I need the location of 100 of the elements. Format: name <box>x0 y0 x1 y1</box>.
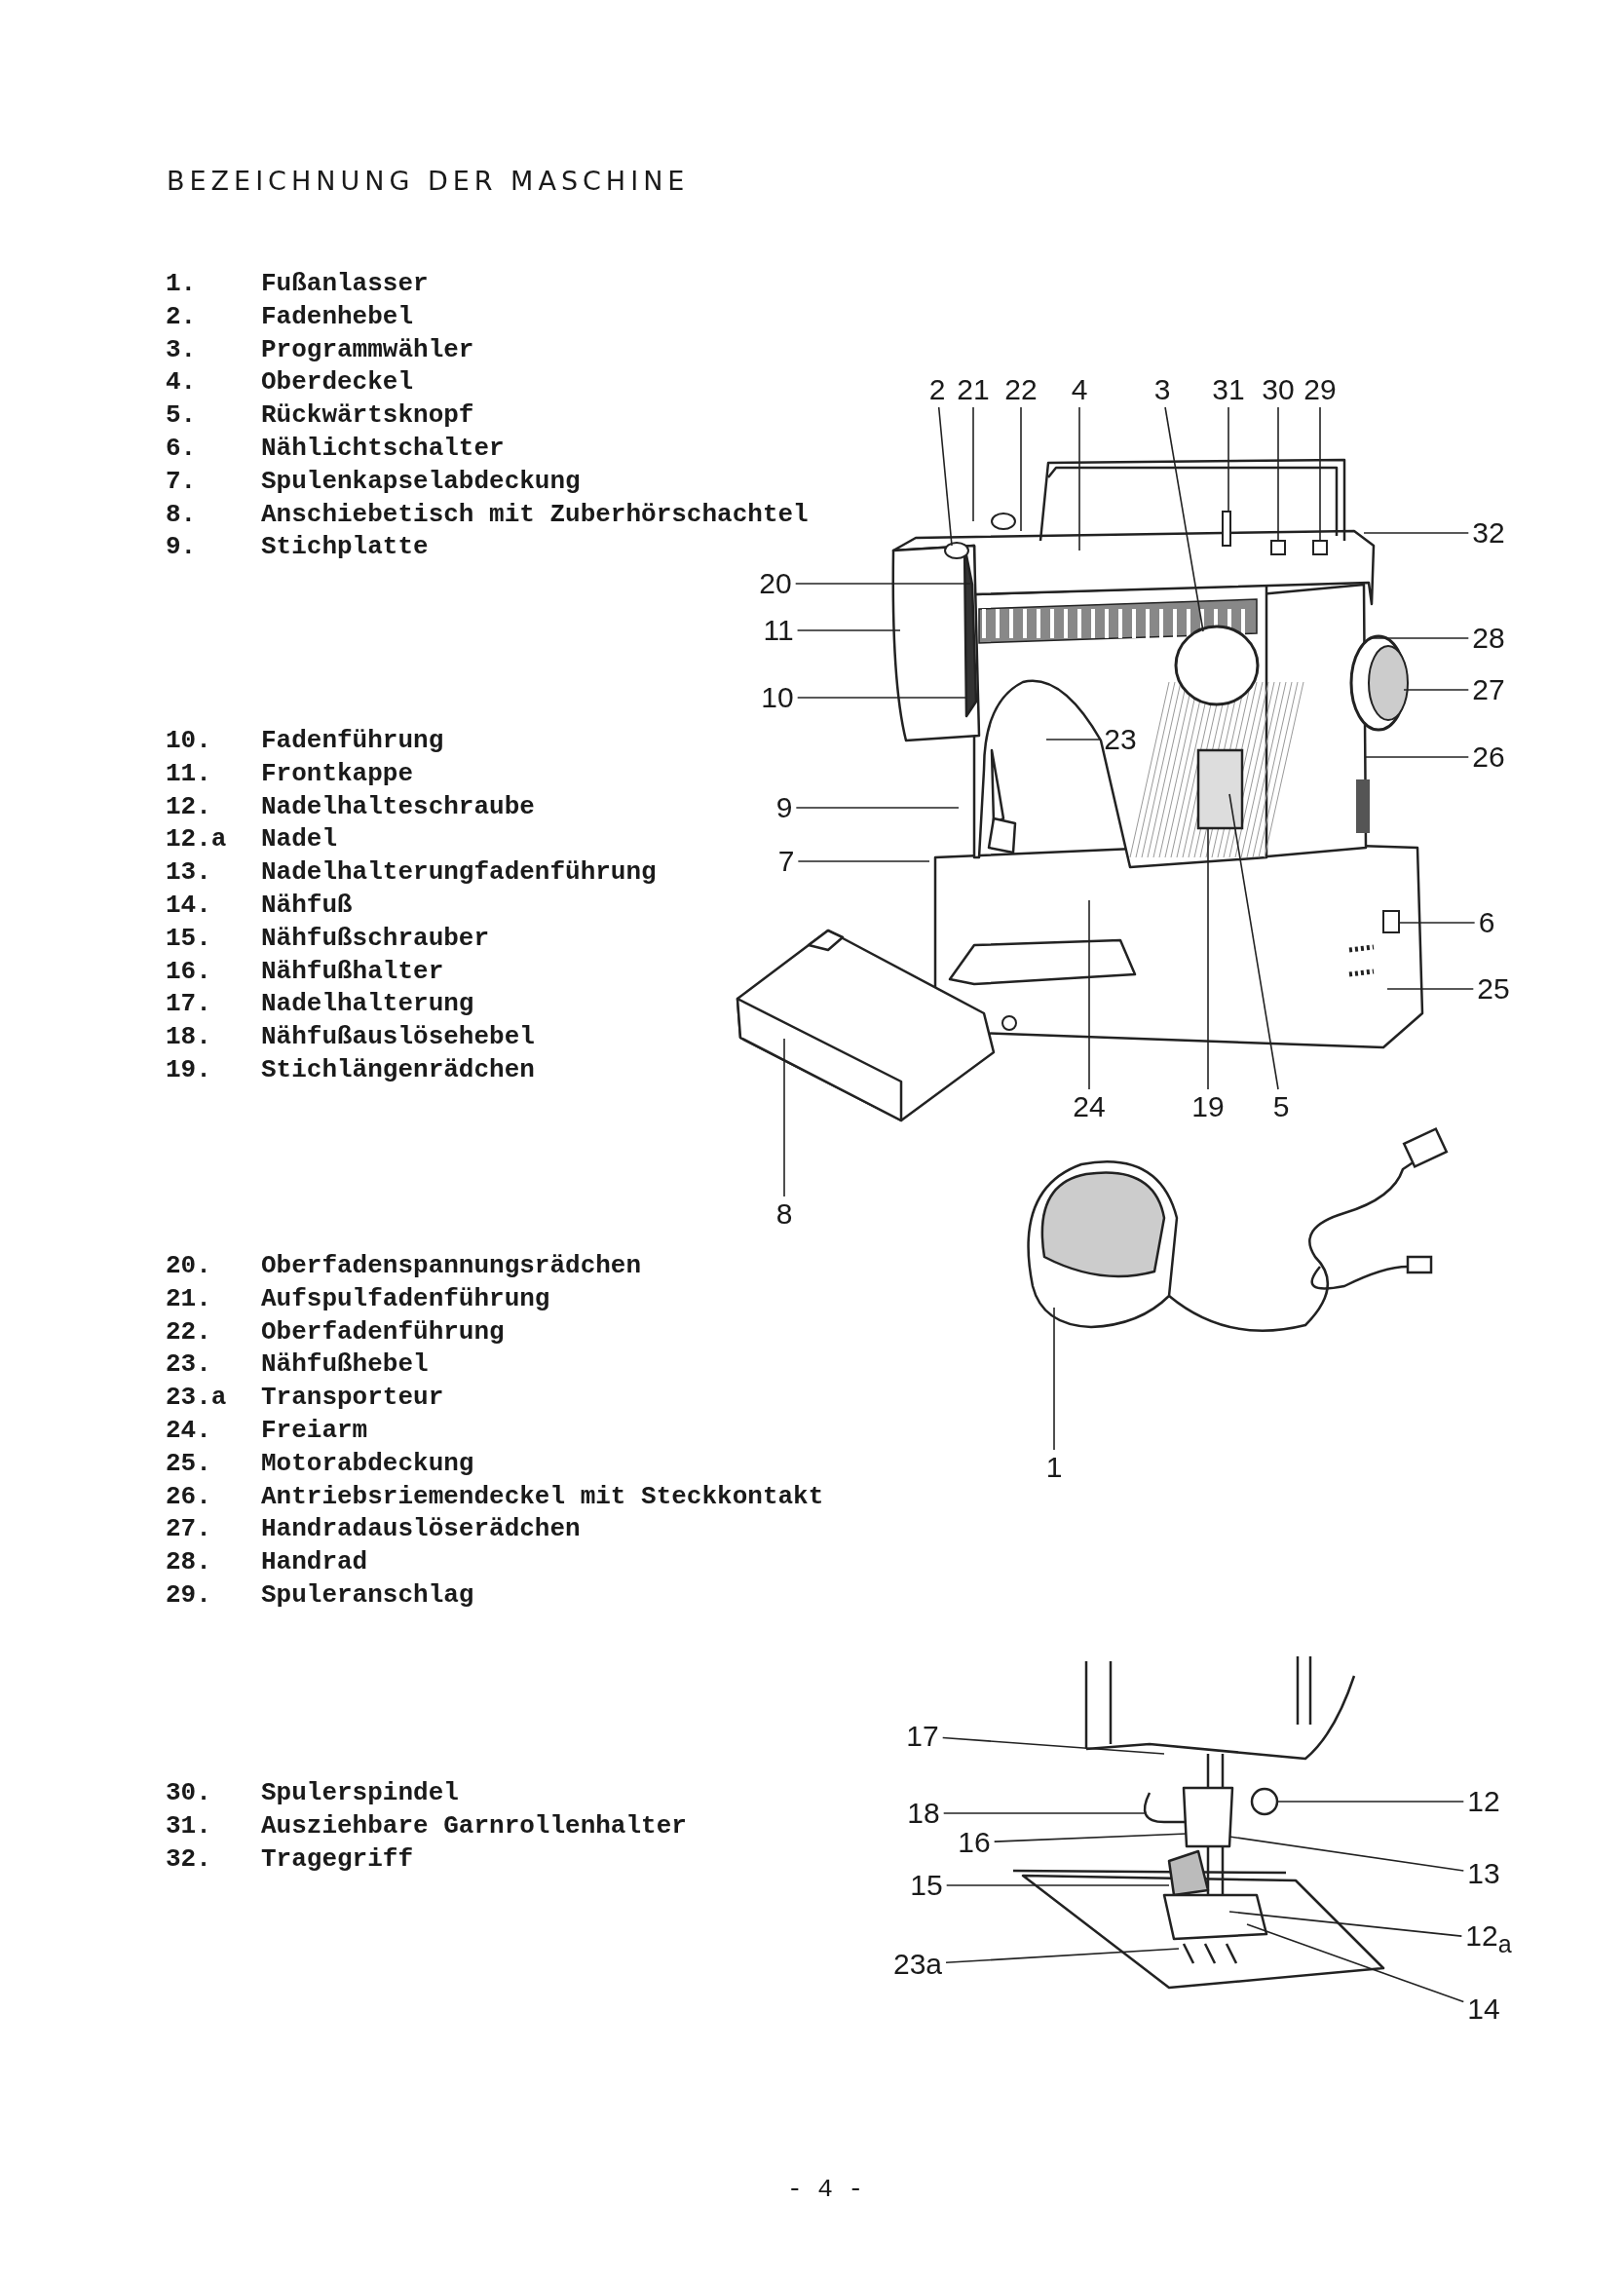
leader-line <box>972 406 974 522</box>
list-number: 23. <box>166 1351 211 1378</box>
callout-number: 30 <box>1262 375 1295 404</box>
list-number: 8. <box>166 501 197 527</box>
list-number: 2. <box>166 303 197 329</box>
leader-line <box>796 697 967 699</box>
page-title: BEZEICHNUNG DER MASCHINE <box>167 166 690 196</box>
list-number: 3. <box>166 336 197 362</box>
part-name: Nähfußhebel <box>261 1351 429 1378</box>
callout-number: 14 <box>1467 1994 1500 2024</box>
callout-number: 17 <box>906 1722 939 1751</box>
callout-number: 12 <box>1467 1787 1500 1816</box>
list-number: 9. <box>166 534 197 560</box>
callout-number: 2 <box>928 375 946 404</box>
leader-line <box>945 1884 1170 1886</box>
leader-line <box>1053 1307 1055 1451</box>
part-name: Freiarm <box>261 1418 368 1443</box>
part-name: Transporteur <box>261 1385 444 1411</box>
callout-number: 12$_{a}$ <box>1465 1921 1512 1956</box>
list-number: 25. <box>166 1450 211 1476</box>
list-number: 13. <box>166 859 211 886</box>
callout-number: 21 <box>957 375 990 404</box>
list-number: 12.a <box>166 826 227 853</box>
list-number: 30. <box>166 1780 211 1805</box>
leader-line <box>795 807 960 809</box>
callout-number: 26 <box>1472 742 1505 772</box>
leader-line <box>1319 406 1321 542</box>
list-number: 1. <box>166 271 197 296</box>
part-name: Nadelhalteschraube <box>261 793 535 819</box>
leader-line <box>942 1812 1146 1814</box>
callout-number: 18 <box>907 1799 940 1828</box>
callout-number: 6 <box>1478 908 1495 937</box>
leader-line <box>945 1948 1180 1964</box>
list-number: 26. <box>166 1483 211 1509</box>
leader-line <box>796 629 901 631</box>
callout-number: 11 <box>763 616 794 645</box>
part-name: Spuleranschlag <box>261 1582 474 1608</box>
part-name: Spulerspindel <box>261 1780 459 1805</box>
callout-number: 22 <box>1004 375 1038 404</box>
list-number: 18. <box>166 1024 211 1050</box>
leader-line <box>1207 827 1209 1090</box>
callout-number: 3 <box>1153 375 1171 404</box>
leader-line <box>1088 899 1090 1090</box>
presser-foot-detail-drawing <box>1013 1656 1385 1990</box>
callout-number: 15 <box>910 1871 943 1900</box>
part-name: Ausziehbare Garnrollenhalter <box>261 1812 687 1839</box>
callout-number: 29 <box>1303 375 1337 404</box>
leader-line <box>1277 406 1279 542</box>
part-name: Handrad <box>261 1549 368 1576</box>
leader-line <box>1276 1801 1465 1803</box>
leader-line <box>783 1038 785 1197</box>
page-number: - 4 - <box>787 2175 863 2204</box>
callout-number: 20 <box>759 569 792 598</box>
part-name: Fußanlasser <box>261 271 429 296</box>
list-number: 20. <box>166 1253 211 1278</box>
callout-number: 13 <box>1467 1859 1500 1888</box>
part-name: Oberfadenführung <box>261 1318 505 1345</box>
leader-line <box>1228 793 1279 1090</box>
list-number: 4. <box>166 369 197 396</box>
part-name: Fadenhebel <box>261 303 414 329</box>
callout-number: 10 <box>761 683 794 712</box>
part-name: Oberfadenspannungsrädchen <box>261 1253 642 1278</box>
callout-number: 31 <box>1212 375 1245 404</box>
list-number: 7. <box>166 468 197 494</box>
part-name: Motorabdeckung <box>261 1450 474 1476</box>
callout-number: 19 <box>1191 1092 1225 1121</box>
list-number: 16. <box>166 958 211 984</box>
callout-number: 1 <box>1045 1453 1063 1482</box>
callout-number: 23a <box>892 1950 943 1979</box>
leader-line <box>1045 739 1102 740</box>
leader-line <box>1078 406 1080 551</box>
part-name: Nadelhalterung <box>261 991 474 1017</box>
callout-number: 24 <box>1073 1092 1106 1121</box>
list-number: 24. <box>166 1418 211 1443</box>
callout-number: 5 <box>1272 1092 1290 1121</box>
leader-line <box>1227 406 1229 513</box>
part-name: Oberdeckel <box>261 369 414 396</box>
leader-line <box>937 406 953 547</box>
list-number: 32. <box>166 1845 211 1872</box>
leader-line <box>1398 922 1476 924</box>
part-name: Antriebsriemendeckel mit Steckkontakt <box>261 1483 824 1509</box>
part-name: Handradauslöserädchen <box>261 1516 581 1542</box>
callout-number: 16 <box>958 1828 991 1857</box>
part-name: Rückwärtsknopf <box>261 402 474 429</box>
part-name: Programmwähler <box>261 336 474 362</box>
part-name: Nählichtschalter <box>261 436 505 461</box>
list-number: 10. <box>166 728 211 753</box>
list-number: 22. <box>166 1318 211 1345</box>
leader-line <box>941 1736 1165 1755</box>
leader-line <box>1363 532 1470 534</box>
part-name: Nähfußhalter <box>261 958 444 984</box>
part-name: Nähfuß <box>261 892 353 918</box>
callout-number: 32 <box>1472 518 1505 548</box>
list-number: 15. <box>166 925 211 951</box>
leader-line <box>1368 637 1470 639</box>
callout-number: 7 <box>777 847 795 876</box>
leader-line <box>1020 406 1022 532</box>
leader-line <box>1164 406 1204 632</box>
callout-number: 23 <box>1104 725 1137 754</box>
callout-number: 8 <box>775 1199 793 1229</box>
